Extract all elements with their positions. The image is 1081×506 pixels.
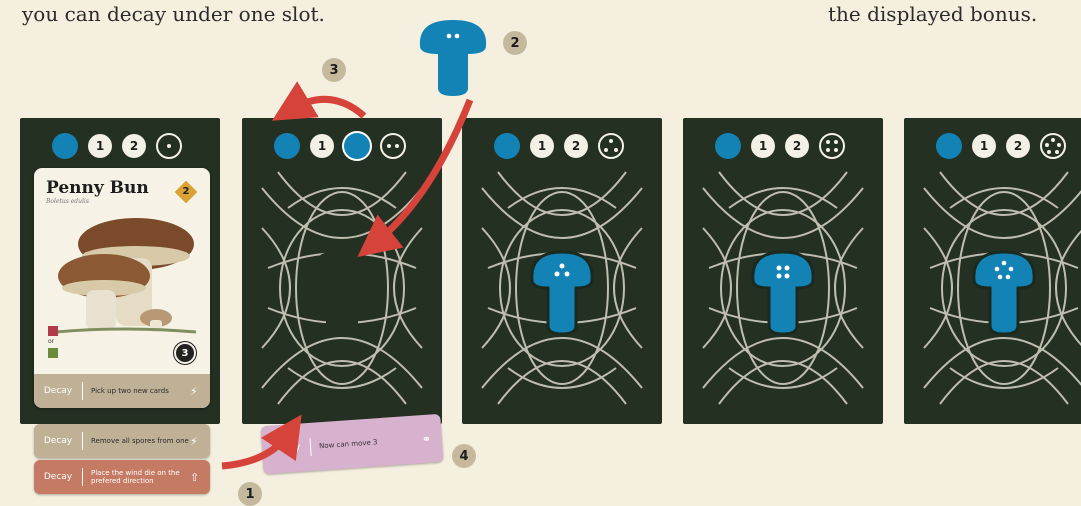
step-badge-3: 3 (322, 58, 346, 82)
step-badge-4: 4 (452, 444, 476, 468)
arrow-step-2 (374, 100, 470, 244)
step-badge-1: 1 (238, 482, 262, 506)
arrow-step-3 (290, 99, 364, 116)
step-badge-2: 2 (503, 31, 527, 55)
arrow-step-1 (222, 432, 290, 466)
